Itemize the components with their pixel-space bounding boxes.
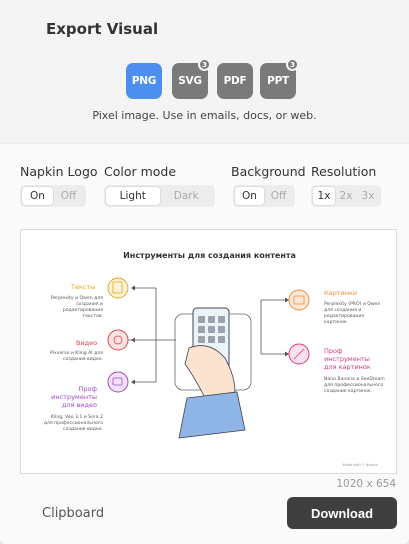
format-pdf-button[interactable]: PDF — [217, 63, 253, 99]
preview-graphic — [107, 277, 310, 439]
dialog-title: Export Visual — [46, 20, 159, 38]
preview-images-desc: Perplexity (PRO) и Qwen для создания и р… — [324, 302, 381, 325]
napkin-logo-off[interactable]: Off — [60, 190, 77, 202]
color-mode-light[interactable]: Light — [106, 187, 160, 205]
resolution-1x[interactable]: 1x — [313, 187, 335, 205]
clipboard-button[interactable]: Clipboard — [42, 506, 105, 521]
background-on[interactable]: On — [235, 187, 264, 205]
background-label: Background — [231, 164, 306, 179]
resolution-label: Resolution — [311, 164, 377, 179]
color-mode-label: Color mode — [104, 164, 177, 179]
preview-texts-desc: Perplexity и Qwen для создания и редакти… — [50, 296, 103, 319]
ppt-badge: 3 — [286, 58, 299, 71]
format-png-button[interactable]: PNG — [126, 63, 162, 99]
preview-images-heading: Картинки — [324, 289, 358, 297]
preview-pro-images-desc: Nano Banana и SeeDream для профессиональ… — [324, 377, 385, 394]
color-mode-toggle: Light Dark — [104, 185, 215, 207]
preview-pro-images-heading: Проф инструменты для картинок — [324, 347, 371, 371]
resolution-toggle: 1x 2x 3x — [311, 185, 381, 207]
svg-badge: 3 — [198, 58, 211, 71]
preview-pro-video-heading: Проф инструменты для видео — [51, 385, 97, 409]
background-toggle: On Off — [233, 185, 295, 207]
napkin-logo-on[interactable]: On — [22, 187, 53, 205]
preview-video-desc: Pixverse и Kling AI для создания видео. — [50, 351, 103, 362]
napkin-logo-label: Napkin Logo — [20, 164, 98, 179]
preview-video-heading: Видео — [76, 339, 98, 347]
background-off[interactable]: Off — [270, 190, 287, 202]
format-description: Pixel image. Use in emails, docs, or web… — [92, 109, 317, 122]
resolution-2x[interactable]: 2x — [339, 190, 353, 202]
download-button[interactable]: Download — [287, 497, 397, 529]
color-mode-dark[interactable]: Dark — [173, 190, 199, 202]
napkin-logo-toggle: On Off — [20, 185, 86, 207]
resolution-note: 1020 x 654 — [336, 478, 396, 490]
preview-pro-video-desc: Kling, Veo 3.1 и Sora 2 для профессионал… — [43, 415, 103, 432]
preview-footer: Made with ✎ Napkin — [342, 463, 378, 467]
preview-title: Инструменты для создания контента — [123, 251, 296, 260]
export-preview: Инструменты для создания контента — [20, 229, 397, 474]
resolution-3x[interactable]: 3x — [361, 190, 375, 202]
preview-texts-heading: Тексты — [71, 283, 96, 291]
